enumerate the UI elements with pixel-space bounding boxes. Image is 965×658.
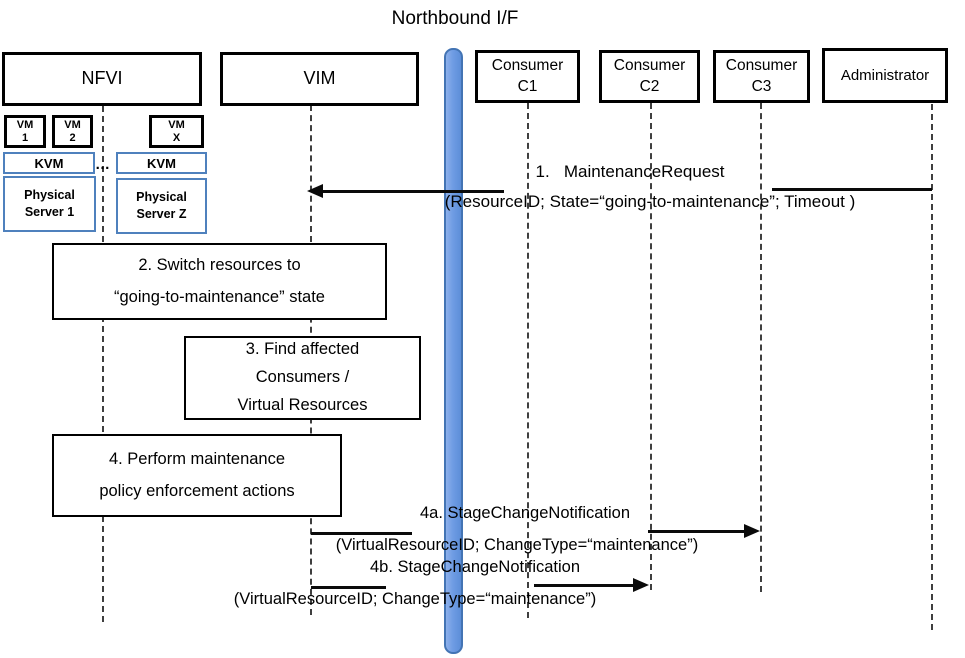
actor-vim-label: VIM: [303, 68, 336, 89]
actor-c2-line1: Consumer: [613, 56, 686, 74]
lifeline-administrator: [931, 104, 933, 630]
vm-x-line1: VM: [168, 118, 185, 131]
message-1-line-right: [772, 188, 932, 191]
kvm-1-label: KVM: [34, 155, 64, 171]
message-4a-line-left: [311, 532, 412, 535]
actor-consumer-c3: Consumer C3: [713, 50, 810, 103]
step-2-line2: “going-to-maintenance” state: [114, 287, 325, 306]
actor-administrator-label: Administrator: [840, 66, 930, 84]
step-4-line1: 4. Perform maintenance: [108, 450, 286, 469]
lifeline-consumer-c1: [527, 103, 529, 618]
message-4a-params: (VirtualResourceID; ChangeType=“maintena…: [335, 536, 699, 554]
vm-1-line1: VM: [16, 118, 34, 131]
vm-2-line2: 2: [69, 131, 76, 144]
message-1-label: 1. MaintenanceRequest: [535, 162, 725, 181]
actor-c3-line2: C3: [751, 77, 772, 95]
kvm-box-1: KVM: [3, 152, 95, 174]
actor-administrator: Administrator: [822, 48, 948, 103]
lifeline-consumer-c2: [650, 103, 652, 590]
physical-server-1-line1: Physical: [24, 188, 75, 203]
message-4a-line-right: [648, 530, 745, 533]
message-4b-line-right: [534, 584, 634, 587]
message-1-line-left: [322, 190, 504, 193]
actor-c1-line2: C1: [517, 77, 538, 95]
ellipsis-dots: …: [95, 156, 111, 173]
kvm-2-label: KVM: [147, 155, 176, 171]
message-4a-label: 4a. StageChangeNotification: [419, 504, 631, 522]
activity-step-4: 4. Perform maintenance policy enforcemen…: [52, 434, 342, 517]
message-1-params: (ResourceID; State=“going-to-maintenance…: [444, 192, 856, 211]
message-4b-arrowhead: [633, 578, 649, 592]
kvm-box-2: KVM: [116, 152, 207, 174]
message-4b-params: (VirtualResourceID; ChangeType=“maintena…: [233, 590, 597, 608]
actor-vim: VIM: [220, 52, 419, 106]
step-2-line1: 2. Switch resources to: [138, 256, 301, 275]
actor-consumer-c2: Consumer C2: [599, 50, 700, 103]
vm-x-box: VM X: [149, 115, 204, 148]
northbound-interface-bar: [444, 48, 463, 654]
actor-consumer-c1: Consumer C1: [475, 50, 580, 103]
actor-nfvi-label: NFVI: [81, 68, 123, 89]
physical-server-z-box: Physical Server Z: [116, 178, 207, 234]
vm-1-line2: 1: [21, 131, 29, 144]
message-4b-line-left: [311, 586, 386, 589]
message-4b-label: 4b. StageChangeNotification: [369, 558, 581, 576]
lifeline-nfvi: [102, 106, 104, 622]
step-4-line2: policy enforcement actions: [99, 481, 295, 500]
physical-server-1-line2: Server 1: [24, 205, 75, 219]
diagram-title: Northbound I/F: [391, 8, 519, 29]
message-1-arrowhead: [307, 184, 323, 198]
lifeline-consumer-c3: [760, 103, 762, 592]
step-3-line2: Consumers /: [255, 368, 350, 387]
vm-2-box: VM 2: [52, 115, 93, 148]
actor-c3-line1: Consumer: [725, 56, 798, 74]
physical-server-z-line1: Physical: [136, 190, 187, 205]
vm-1-box: VM 1: [4, 115, 46, 148]
activity-step-2: 2. Switch resources to “going-to-mainten…: [52, 243, 387, 320]
actor-nfvi: NFVI: [2, 52, 202, 106]
message-4a-arrowhead: [744, 524, 760, 538]
actor-c1-line1: Consumer: [491, 56, 564, 74]
vm-x-line2: X: [172, 131, 181, 144]
physical-server-1-box: Physical Server 1: [3, 176, 96, 232]
activity-step-3: 3. Find affected Consumers / Virtual Res…: [184, 336, 421, 420]
physical-server-z-line2: Server Z: [136, 207, 187, 221]
actor-c2-line2: C2: [639, 77, 660, 95]
vm-2-line1: VM: [64, 118, 81, 131]
step-3-line1: 3. Find affected: [245, 340, 360, 359]
step-3-line3: Virtual Resources: [237, 395, 368, 414]
